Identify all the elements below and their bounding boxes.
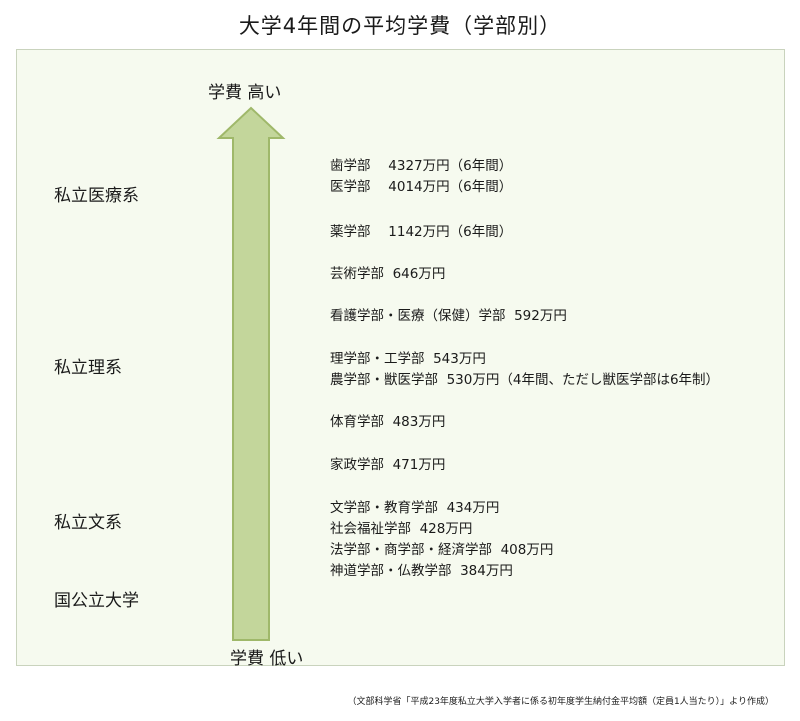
entry-social-welfare: 社会福祉学部 428万円 [330,521,473,537]
entry-nursing-health: 看護学部・医療（保健）学部 592万円 [330,308,567,324]
category-private-science: 私立理系 [54,358,122,378]
entry-home-economics: 家政学部 471万円 [330,457,446,473]
entry-arts: 芸術学部 646万円 [330,266,446,282]
entry-shinto-buddhism: 神道学部・仏教学部 384万円 [330,563,513,579]
entry-law-commerce-economics: 法学部・商学部・経済学部 408万円 [330,542,554,558]
entry-medicine: 医学部 4014万円（6年間） [330,179,513,195]
source-note: （文部科学省「平成23年度私立大学入学者に係る初年度学生納付金平均額（定員1人当… [347,697,774,707]
axis-label-high: 学費 高い [208,83,282,103]
up-arrow-icon [216,106,286,641]
category-private-humanities: 私立文系 [54,513,122,533]
axis-label-low: 学費 低い [230,649,304,669]
entry-dentistry: 歯学部 4327万円（6年間） [330,158,513,174]
diagram-panel: 学費 高い 学費 低い 私立医療系 私立理系 私立文系 国公立大学 歯学部 43… [16,49,785,669]
page-title: 大学4年間の平均学費（学部別） [238,14,562,38]
entry-science-engineering: 理学部・工学部 543万円 [330,351,486,367]
entry-pharmacy: 薬学部 1142万円（6年間） [330,224,513,240]
category-private-medical: 私立医療系 [54,186,139,206]
entry-literature-education: 文学部・教育学部 434万円 [330,500,500,516]
entry-physical-education: 体育学部 483万円 [330,414,446,430]
category-national-public: 国公立大学 [54,591,139,611]
entry-agriculture-veterinary: 農学部・獣医学部 530万円（4年間、ただし獣医学部は6年制） [330,372,720,388]
